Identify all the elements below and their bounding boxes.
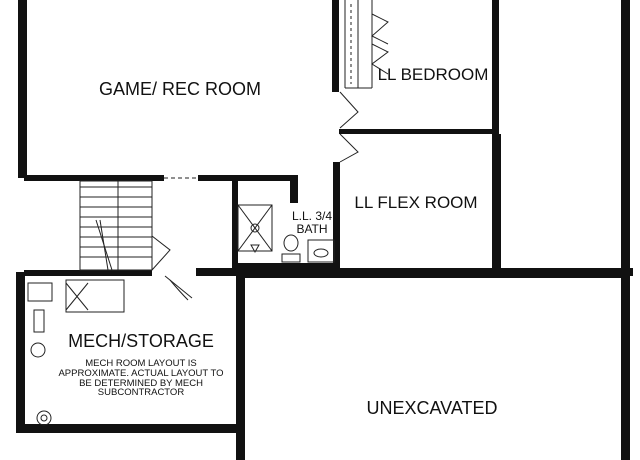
doors bbox=[151, 91, 359, 301]
stairs bbox=[79, 180, 153, 271]
room-label-mech: MECH/STORAGE bbox=[68, 331, 214, 351]
room-label-unexcavated: UNEXCAVATED bbox=[366, 398, 497, 418]
room-label-ll-flex: LL FLEX ROOM bbox=[354, 193, 477, 212]
mech-note-line4: SUBCONTRACTOR bbox=[98, 387, 185, 398]
walls bbox=[16, 0, 633, 460]
mech-fixtures bbox=[27, 279, 125, 426]
room-label-bath-line1: L.L. 3/4 bbox=[292, 209, 332, 223]
bath-fixtures bbox=[237, 204, 335, 263]
bedroom-closet bbox=[344, 0, 389, 89]
room-label-bath-line2: BATH bbox=[296, 222, 327, 236]
mech-note-line1: MECH ROOM LAYOUT IS bbox=[85, 358, 197, 369]
room-label-ll-bedroom: LL BEDROOM bbox=[378, 65, 489, 84]
mech-note-line2: APPROXIMATE. ACTUAL LAYOUT TO bbox=[58, 368, 223, 379]
mech-note-line3: BE DETERMINED BY MECH bbox=[79, 378, 203, 389]
room-label-game-rec: GAME/ REC ROOM bbox=[99, 79, 261, 99]
